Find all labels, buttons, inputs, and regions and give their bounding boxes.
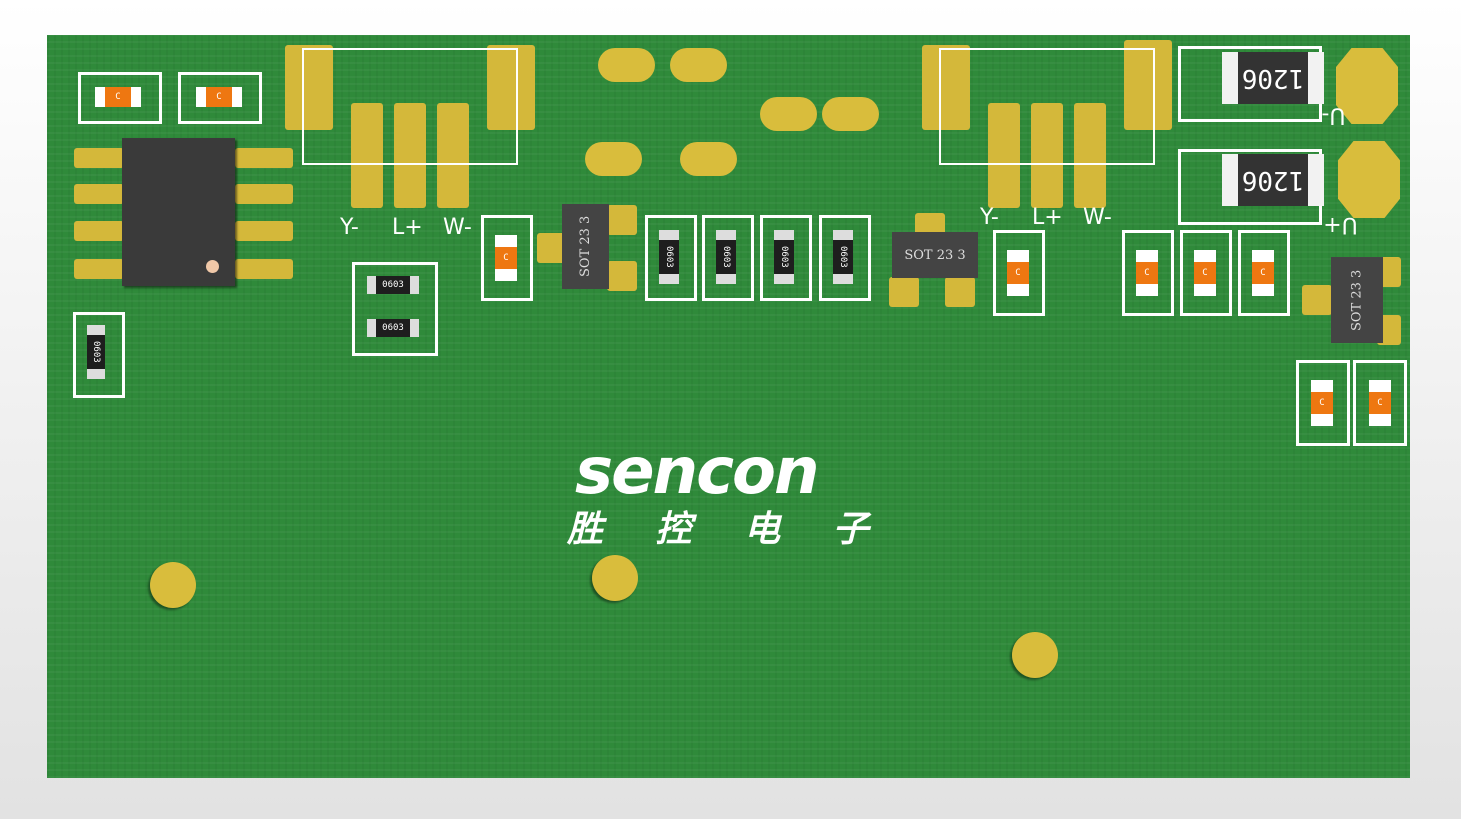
resistor-footprint <box>702 215 754 301</box>
sot23-marking: SOT 23 3 <box>904 247 966 263</box>
capacitor: C <box>1369 380 1391 426</box>
oval-pad <box>670 48 727 82</box>
connector-outline <box>939 48 1155 165</box>
cap-footprint <box>1180 230 1232 316</box>
resistor-footprint <box>819 215 871 301</box>
resistor-marking: 0603 <box>664 246 674 268</box>
resistor: 0603 <box>367 276 419 294</box>
resistor-1206: 1206 <box>1222 154 1324 206</box>
capacitor: C <box>1194 250 1216 296</box>
cap-marking: C <box>1319 398 1325 408</box>
resistor: 0603 <box>833 230 853 284</box>
connector-outline <box>302 48 518 165</box>
oval-pad <box>598 48 655 82</box>
soic8-chip <box>122 138 235 286</box>
capacitor: C <box>1311 380 1333 426</box>
brand-logo: sencon <box>575 435 820 509</box>
resistor-marking: 0603 <box>382 323 404 333</box>
cap-footprint <box>481 215 533 301</box>
resistor-marking: 0603 <box>721 246 731 268</box>
cap-footprint <box>78 72 162 124</box>
sot23-transistor: SOT 23 3 <box>562 204 609 289</box>
resistor-marking: 0603 <box>838 246 848 268</box>
resistor: 0603 <box>87 325 105 379</box>
pin-label-l-plus: L+ <box>392 215 423 240</box>
cap-marking: C <box>115 92 121 102</box>
resistor: 0603 <box>659 230 679 284</box>
cap-marking: C <box>1377 398 1383 408</box>
oval-pad <box>822 97 879 131</box>
mounting-hole <box>592 555 638 601</box>
resistor-1206: 1206 <box>1222 52 1324 104</box>
pcb-board: C C 0603 Y- L+ W- 0603 0603 C SOT 23 3 0… <box>47 35 1410 778</box>
oval-pad <box>585 142 642 176</box>
capacitor: C <box>95 87 141 107</box>
pin-label-l-plus: L+ <box>1032 205 1063 230</box>
cap-footprint <box>1122 230 1174 316</box>
label-u-plus: U+ <box>1323 211 1358 237</box>
pin1-dot <box>206 260 219 273</box>
cap-marking: C <box>1260 268 1266 278</box>
oval-pad <box>760 97 817 131</box>
pin-label-y-minus: Y- <box>340 215 359 240</box>
cap-footprint <box>1353 360 1407 446</box>
capacitor: C <box>1136 250 1158 296</box>
resistor-footprint <box>645 215 697 301</box>
label-u-minus: U- <box>1321 102 1346 128</box>
resistor-marking: 0603 <box>91 341 101 363</box>
brand-chinese-name: 胜 控 电 子 <box>567 509 889 550</box>
sot23-marking: SOT 23 3 <box>578 215 593 278</box>
cap-marking: C <box>1202 268 1208 278</box>
cap-footprint <box>178 72 262 124</box>
cap-marking: C <box>1144 268 1150 278</box>
capacitor: C <box>495 235 517 281</box>
cap-footprint <box>993 230 1045 316</box>
capacitor: C <box>1252 250 1274 296</box>
cap-marking: C <box>503 253 509 263</box>
resistor-pair-footprint <box>352 262 438 356</box>
resistor-marking: 1206 <box>1241 63 1305 93</box>
resistor: 0603 <box>774 230 794 284</box>
cap-footprint <box>1296 360 1350 446</box>
sot23-transistor: SOT 23 3 <box>892 232 978 278</box>
resistor-marking: 1206 <box>1241 165 1305 195</box>
power-pad-plus <box>1338 141 1400 218</box>
capacitor: C <box>196 87 242 107</box>
cap-marking: C <box>1015 268 1021 278</box>
resistor-marking: 0603 <box>382 280 404 290</box>
resistor-marking: 0603 <box>779 246 789 268</box>
resistor-footprint <box>760 215 812 301</box>
power-pad-minus <box>1336 48 1398 124</box>
sot23-transistor: SOT 23 3 <box>1331 257 1383 343</box>
resistor-footprint <box>73 312 125 398</box>
pin-label-w-minus: W- <box>443 215 472 240</box>
oval-pad <box>680 142 737 176</box>
cap-footprint <box>1238 230 1290 316</box>
mounting-hole <box>1012 632 1058 678</box>
cap-marking: C <box>216 92 222 102</box>
sot23-marking: SOT 23 3 <box>1349 269 1365 331</box>
mounting-hole <box>150 562 196 608</box>
resistor: 0603 <box>716 230 736 284</box>
capacitor: C <box>1007 250 1029 296</box>
pin-label-w-minus: W- <box>1083 205 1112 230</box>
resistor: 0603 <box>367 319 419 337</box>
pin-label-y-minus: Y- <box>980 205 999 230</box>
